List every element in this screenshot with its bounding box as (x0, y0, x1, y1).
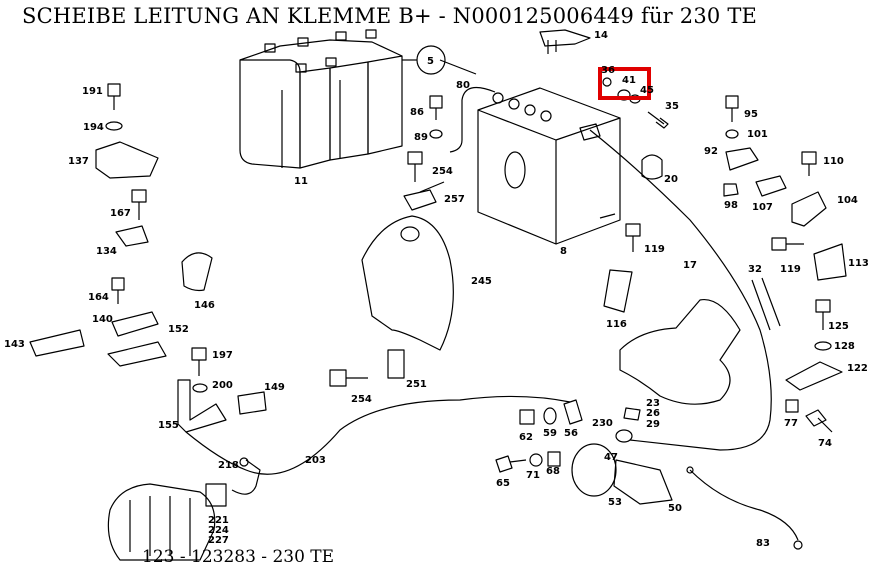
part-label-137: 137 (68, 156, 89, 167)
part-label-125: 125 (828, 321, 849, 332)
canister-group-drawing (239, 29, 403, 169)
part-label-89: 89 (414, 132, 428, 143)
cable-203 (185, 395, 571, 475)
part-label-59: 59 (543, 428, 557, 439)
part-label-17: 17 (683, 260, 697, 271)
part-label-230: 230 (592, 418, 613, 429)
part-label-167: 167 (110, 208, 131, 219)
part-label-36: 36 (601, 65, 615, 76)
part-label-164: 164 (88, 292, 109, 303)
page-title: SCHEIBE LEITUNG AN KLEMME B+ - N00012500… (22, 4, 758, 28)
cable-17 (589, 129, 772, 451)
part-label-92: 92 (704, 146, 718, 157)
part-label-113: 113 (848, 258, 869, 269)
part-label-110: 110 (823, 156, 844, 167)
part-label-47: 47 (604, 452, 618, 463)
battery-drawing (477, 87, 621, 245)
part-label-254-lower: 254 (351, 394, 372, 405)
part-label-83: 83 (756, 538, 770, 549)
part-label-134: 134 (96, 246, 117, 257)
part-label-74: 74 (818, 438, 832, 449)
part-label-251: 251 (406, 379, 427, 390)
part-label-65: 65 (496, 478, 510, 489)
heat-shield-245 (361, 215, 454, 351)
part-label-68: 68 (546, 466, 560, 477)
part-label-77: 77 (784, 418, 798, 429)
part-label-50: 50 (668, 503, 682, 514)
part-label-197: 197 (212, 350, 233, 361)
part-label-254: 254 (432, 166, 453, 177)
part-label-11: 11 (294, 176, 308, 187)
part-label-119-right: 119 (780, 264, 801, 275)
part-label-143: 143 (4, 339, 25, 350)
part-label-203: 203 (305, 455, 326, 466)
part-label-41: 41 (622, 75, 636, 86)
part-label-53: 53 (608, 497, 622, 508)
part-label-122: 122 (847, 363, 868, 374)
part-label-29: 29 (646, 419, 660, 430)
part-label-221: 221 (208, 515, 229, 526)
part-label-26: 26 (646, 408, 660, 419)
part-label-20: 20 (664, 174, 678, 185)
highlight-box-part-41 (598, 67, 651, 100)
part-label-5: 5 (427, 56, 434, 67)
part-label-245: 245 (471, 276, 492, 287)
diagram-footer: 123 - 123283 - 230 TE (142, 547, 335, 567)
part-label-95: 95 (744, 109, 758, 120)
part-label-116: 116 (606, 319, 627, 330)
cable-80 (449, 86, 496, 153)
part-label-86: 86 (410, 107, 424, 118)
part-label-98: 98 (724, 200, 738, 211)
part-label-140: 140 (92, 314, 113, 325)
part-label-257: 257 (444, 194, 465, 205)
part-label-71: 71 (526, 470, 540, 481)
part-label-80: 80 (456, 80, 470, 91)
part-label-128: 128 (834, 341, 855, 352)
part-label-14: 14 (594, 30, 608, 41)
part-label-104: 104 (837, 195, 858, 206)
part-label-45: 45 (640, 85, 654, 96)
part-label-200: 200 (212, 380, 233, 391)
part-label-107: 107 (752, 202, 773, 213)
part-label-194: 194 (83, 122, 104, 133)
part-label-8: 8 (560, 246, 567, 257)
part-label-62: 62 (519, 432, 533, 443)
part-label-146: 146 (194, 300, 215, 311)
part-label-152: 152 (168, 324, 189, 335)
part-label-119: 119 (644, 244, 665, 255)
part-label-32: 32 (748, 264, 762, 275)
part-label-224: 224 (208, 525, 229, 536)
part-label-56: 56 (564, 428, 578, 439)
part-label-23: 23 (646, 398, 660, 409)
part-label-149: 149 (264, 382, 285, 393)
part-label-155: 155 (158, 420, 179, 431)
part-label-191: 191 (82, 86, 103, 97)
part-label-101: 101 (747, 129, 768, 140)
part-label-35: 35 (665, 101, 679, 112)
part-label-218: 218 (218, 460, 239, 471)
part-label-227: 227 (208, 535, 229, 546)
starter-motor (619, 298, 741, 405)
alternator (107, 483, 216, 561)
